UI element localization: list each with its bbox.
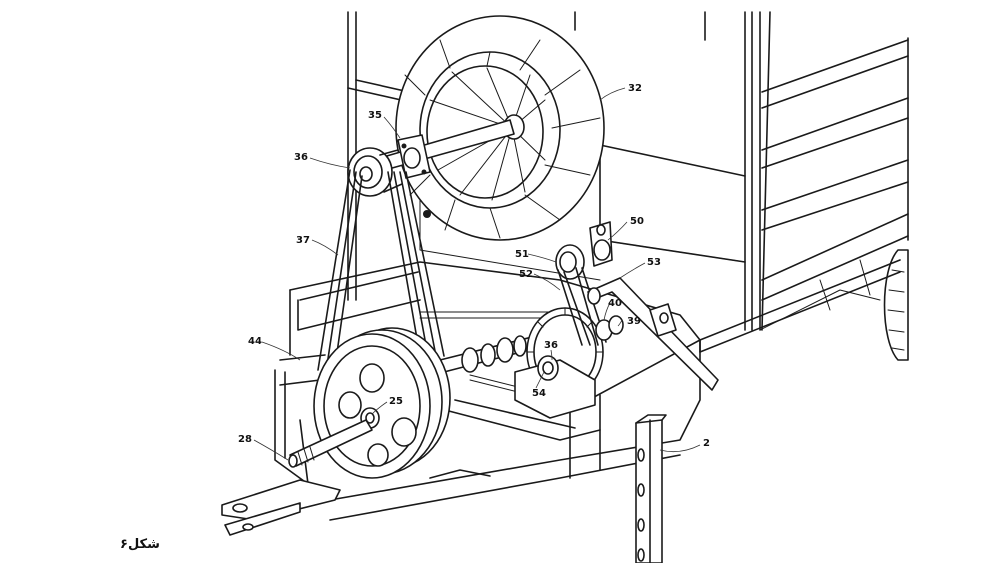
label-39: 39	[627, 316, 641, 327]
label-52: 52	[519, 269, 533, 280]
label-37: 37	[296, 235, 310, 246]
label-54: 54	[532, 388, 546, 399]
label-50: 50	[630, 216, 644, 227]
housing	[347, 11, 909, 331]
label-40: 40	[608, 298, 622, 309]
label-2: 2	[703, 438, 710, 449]
jack-stand	[635, 414, 667, 563]
reference-numerals: 32 35 36 37 44 25 28 50 51 52 53 40 39 3…	[238, 83, 710, 449]
large-sheave	[288, 327, 451, 479]
leader-lines	[253, 87, 701, 461]
label-51: 51	[515, 249, 529, 260]
label-35: 35	[368, 110, 382, 121]
chassis-frame	[221, 249, 909, 536]
label-53: 53	[647, 257, 661, 268]
tensioner-assembly	[555, 221, 624, 346]
label-36-lower: 36	[544, 340, 558, 351]
upper-pulley-assembly	[347, 134, 431, 197]
label-36-upper: 36	[294, 152, 308, 163]
label-25: 25	[389, 396, 403, 407]
label-28: 28	[238, 434, 252, 445]
figure-caption: شکل۶	[120, 537, 160, 552]
sprocket-assembly	[514, 307, 604, 419]
label-32: 32	[628, 83, 642, 94]
label-44: 44	[248, 336, 262, 347]
